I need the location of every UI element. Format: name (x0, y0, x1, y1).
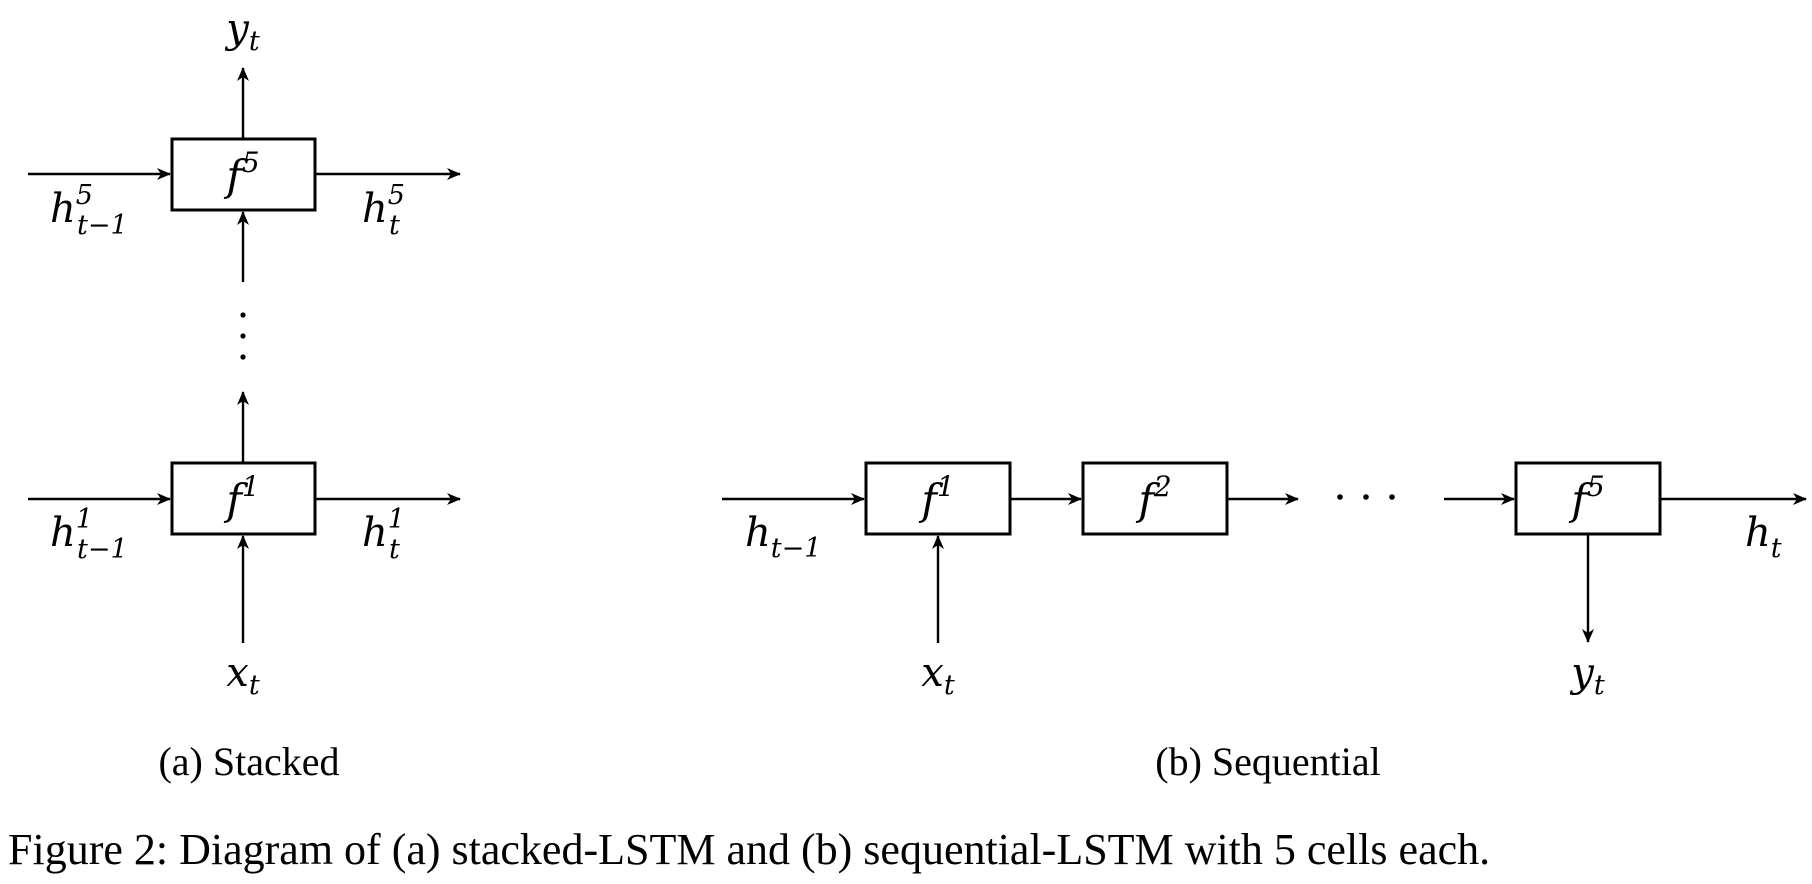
stacked-cell-top (170, 137, 317, 212)
sequential-cell-1-label: f1 (918, 470, 954, 524)
stacked-caption: (a) Stacked (158, 739, 339, 784)
stacked-vertical-ellipsis (240, 312, 246, 360)
stacked-output-label: yt (224, 6, 260, 57)
stacked-cell-top-label: f5 (223, 146, 259, 200)
sequential-horizontal-ellipsis (1337, 494, 1395, 500)
stacked-input-label: xt (226, 650, 260, 701)
sequential-cell-2 (1081, 461, 1229, 536)
sequential-diagram: ht−1 f1 xt f2 f5 (722, 461, 1807, 784)
sequential-output-label: yt (1569, 650, 1605, 701)
sequential-cell-1 (864, 461, 1012, 536)
sequential-prev-state-label: ht−1 (745, 510, 821, 564)
sequential-caption: (b) Sequential (1155, 739, 1381, 784)
stacked-cell-bottom (170, 461, 317, 536)
sequential-input-label: xt (921, 650, 955, 701)
sequential-next-state-label: ht (1745, 510, 1782, 564)
figure-caption: Figure 2: Diagram of (a) stacked-LSTM an… (8, 825, 1490, 874)
sequential-cell-5 (1514, 461, 1662, 536)
